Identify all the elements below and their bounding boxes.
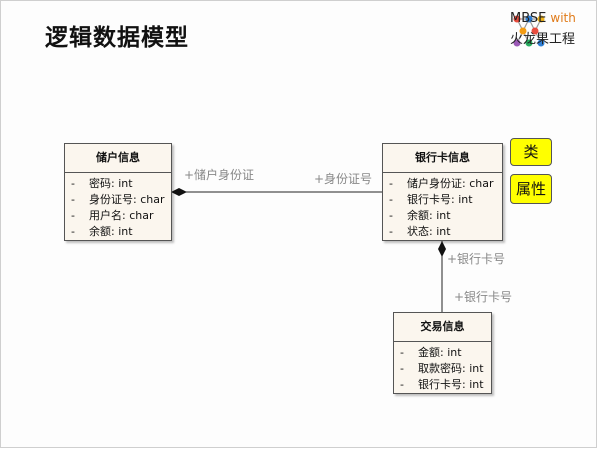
class-transaction[interactable]: 交易信息 -金额: int -取款密码: int -银行卡号: int [393,312,492,394]
composition-diamond-depositor [171,188,187,196]
class-name: 交易信息 [394,313,491,342]
role-label-depositor-end: +储户身份证 [184,168,255,182]
class-attribute: -身份证号: char [71,193,165,206]
class-attribute: -金额: int [400,346,462,359]
role-label-bankcard-end: +身份证号 [314,172,373,186]
logo-subtext: 火龙果工程 [510,32,576,47]
class-name: 储户信息 [65,144,171,173]
role-label-transaction-end: +银行卡号 [454,290,513,304]
class-name: 银行卡信息 [383,144,502,173]
class-attribute: -取款密码: int [400,362,484,375]
role-label-bankcard-bottom: +银行卡号 [447,252,506,266]
class-attribute: -状态: int [389,225,451,238]
class-attribute: -用户名: char [71,209,154,222]
callout-attribute: 属性 [510,174,552,204]
class-attribute: -银行卡号: int [400,378,484,391]
class-attribute: -密码: int [71,177,133,190]
page-title: 逻辑数据模型 [45,25,189,51]
class-attribute: -余额: int [71,225,133,238]
mbse-logo-icon [513,15,545,47]
class-attribute: -余额: int [389,209,451,222]
composition-diamond-bankcard [438,241,446,257]
class-attribute: -银行卡号: int [389,193,473,206]
callout-class: 类 [510,138,552,166]
class-attribute: -储户身份证: char [389,177,494,190]
class-bankcard[interactable]: 银行卡信息 -储户身份证: char -银行卡号: int -余额: int -… [382,143,503,241]
class-depositor[interactable]: 储户信息 -密码: int -身份证号: char -用户名: char -余额… [64,143,172,241]
